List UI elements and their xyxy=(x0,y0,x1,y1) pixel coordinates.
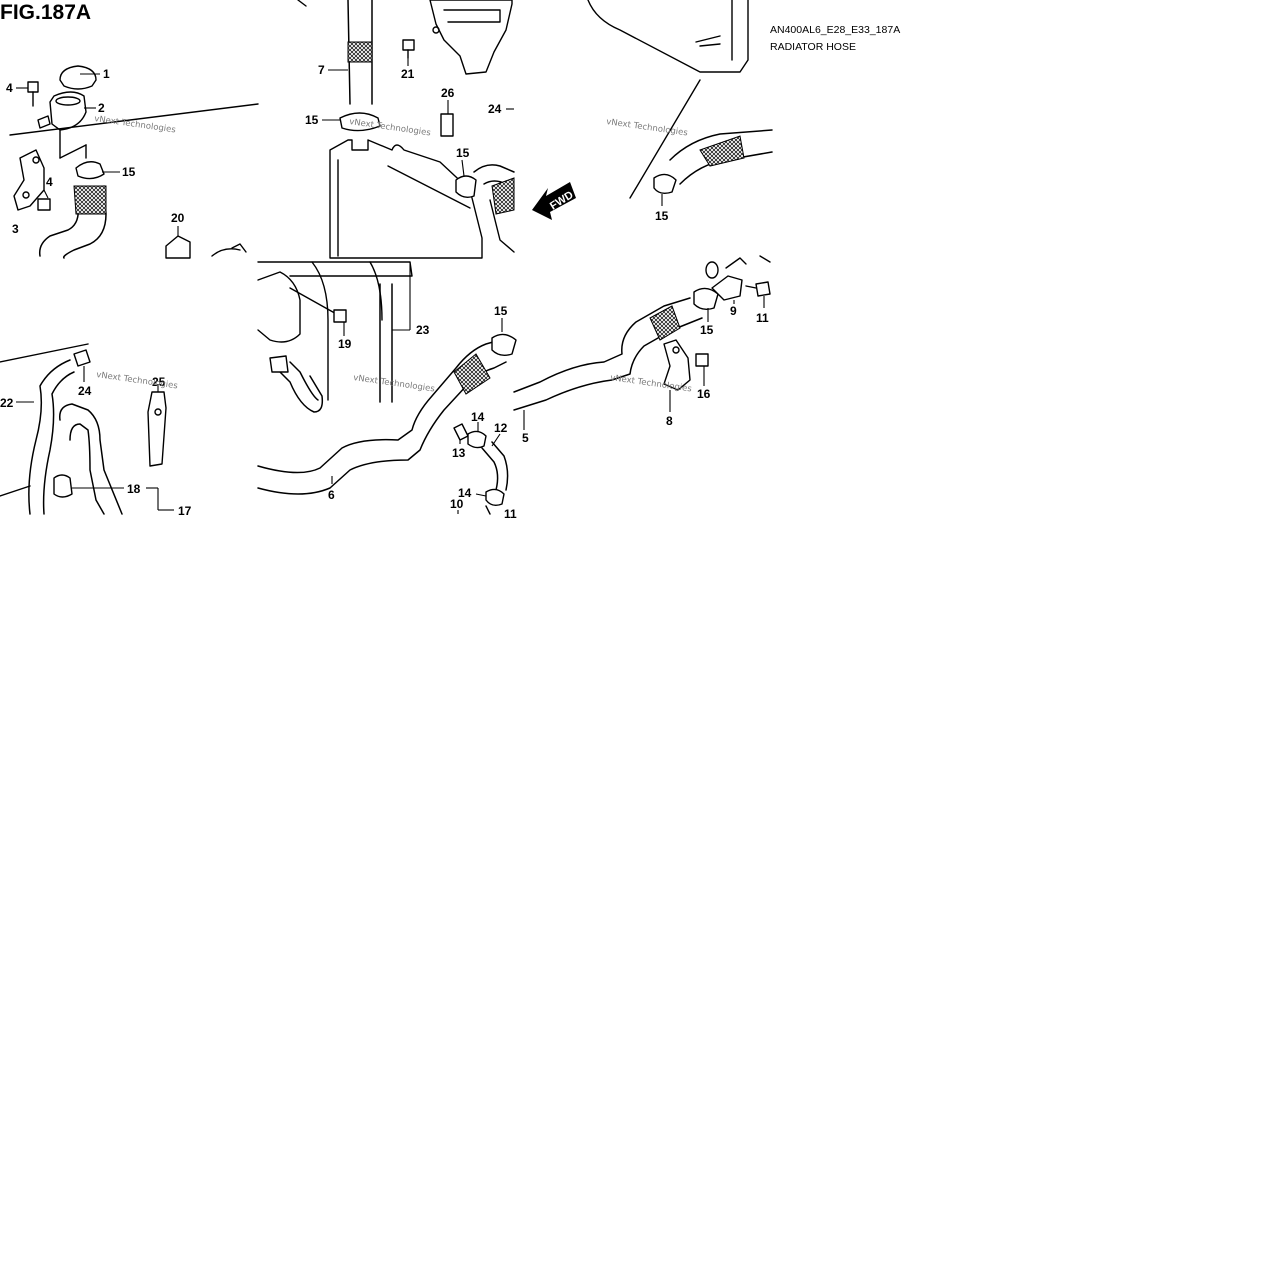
bracket-25 xyxy=(147,391,167,467)
clamp-15f xyxy=(693,287,719,311)
callout-26: 26 xyxy=(441,86,455,100)
callout-11: 11 xyxy=(756,311,769,325)
callout-12: 12 xyxy=(494,421,508,435)
callout-18: 18 xyxy=(127,482,141,496)
callout-1: 1 xyxy=(103,67,110,81)
radiator-cap xyxy=(59,65,97,90)
callout-25: 25 xyxy=(152,375,166,389)
watermark-text: vNext Technologies xyxy=(353,373,436,394)
fwd-arrow: FWD xyxy=(532,182,576,220)
callout-14: 14 xyxy=(471,410,485,424)
callout-15: 15 xyxy=(305,113,319,127)
bolt-19 xyxy=(333,309,347,323)
figure-title: FIG.187A xyxy=(0,1,91,24)
callout-9: 9 xyxy=(730,304,737,318)
callout-15: 15 xyxy=(655,209,669,223)
drain-plug-18 xyxy=(53,474,73,498)
clip-24 xyxy=(73,349,91,367)
watermark-text: vNext Technologies xyxy=(96,370,179,391)
panel-radiator xyxy=(297,0,515,259)
callout-15: 15 xyxy=(122,165,136,179)
callout-15: 15 xyxy=(494,304,508,318)
callouts: 1 2 4 4 3 15 20 7 21 15 26 24 15 15 22 2… xyxy=(0,63,769,521)
callout-14: 14 xyxy=(458,486,472,500)
callout-6: 6 xyxy=(328,488,335,502)
callout-3: 3 xyxy=(12,222,19,236)
thermostat-housing-9 xyxy=(711,275,743,301)
figure-code: AN400AL6_E28_E33_187A xyxy=(770,24,900,36)
bolt xyxy=(37,198,51,211)
callout-7: 7 xyxy=(318,63,325,77)
clamp-15b xyxy=(455,175,477,199)
panel-cap-assembly xyxy=(9,65,259,259)
callout-16: 16 xyxy=(697,387,711,401)
reservoir-bracket xyxy=(429,0,513,75)
bolt-16 xyxy=(695,353,709,367)
callout-4: 4 xyxy=(6,81,13,95)
clamp-14 xyxy=(467,430,487,449)
clamp-15e xyxy=(491,333,517,357)
callout-17: 17 xyxy=(178,504,192,518)
bracket xyxy=(13,149,45,211)
bracket-8 xyxy=(663,339,691,391)
callout-13: 13 xyxy=(452,446,466,460)
callout-22: 22 xyxy=(0,396,14,410)
panel-overflow-hose xyxy=(0,343,167,515)
bolt-21 xyxy=(402,39,415,51)
watermark-text: vNext Technologies xyxy=(94,114,177,135)
callout-24: 24 xyxy=(78,384,92,398)
radiator-core xyxy=(329,139,483,259)
clamp-14b xyxy=(485,488,505,507)
watermark-text: vNext Technologies xyxy=(349,117,432,138)
callout-4: 4 xyxy=(46,175,53,189)
leader-lines xyxy=(16,58,765,514)
callout-20: 20 xyxy=(171,211,185,225)
callout-15: 15 xyxy=(700,323,714,337)
callout-5: 5 xyxy=(522,431,529,445)
callout-2: 2 xyxy=(98,101,105,115)
plug-13 xyxy=(453,423,469,441)
bracket-20 xyxy=(165,235,191,259)
clamp-15c xyxy=(653,173,677,195)
cap-bolt xyxy=(27,81,39,93)
panel-lower-hose xyxy=(257,261,517,515)
callout-23: 23 xyxy=(416,323,430,337)
clamp-small xyxy=(269,355,289,373)
callout-21: 21 xyxy=(401,67,415,81)
callout-24: 24 xyxy=(488,102,502,116)
hose-clamp xyxy=(75,161,105,180)
figure-name: RADIATOR HOSE xyxy=(770,41,856,53)
callout-15: 15 xyxy=(456,146,470,160)
panel-thermostat-hose xyxy=(513,255,771,411)
clamp-15 xyxy=(339,112,381,132)
callout-10: 10 xyxy=(450,497,464,511)
panel-upper-hose: FWD xyxy=(532,0,773,220)
callout-11: 11 xyxy=(504,507,517,521)
callout-19: 19 xyxy=(338,337,352,351)
label-26 xyxy=(440,113,454,137)
filler-neck xyxy=(49,91,87,131)
callout-8: 8 xyxy=(666,414,673,428)
bolt-11 xyxy=(755,281,771,297)
